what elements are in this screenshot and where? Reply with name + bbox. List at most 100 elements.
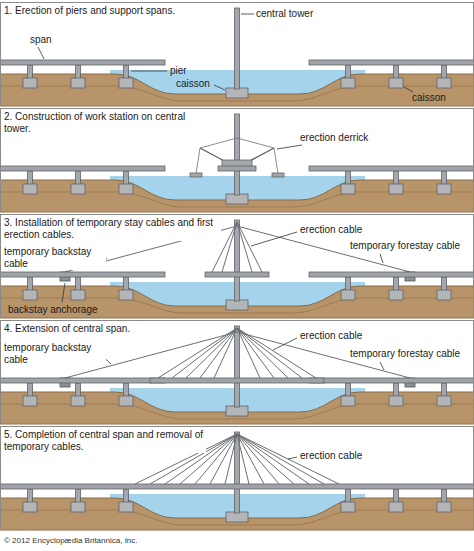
caisson <box>341 396 355 406</box>
central-span <box>205 272 269 277</box>
panel-border <box>1 109 474 212</box>
caisson <box>119 396 133 406</box>
pier <box>76 277 81 291</box>
pier <box>394 277 399 291</box>
tower-caisson <box>226 88 248 98</box>
central-tower <box>235 432 240 513</box>
caisson <box>437 502 451 512</box>
bridge-deck <box>0 484 474 489</box>
leader-line <box>214 85 225 90</box>
caisson <box>341 290 355 300</box>
leader-line <box>241 14 254 15</box>
caisson <box>23 396 37 406</box>
caisson <box>23 184 37 194</box>
panel-border <box>1 215 474 318</box>
erection-cable <box>158 328 237 378</box>
part-label: temporary forestay cable <box>348 240 462 252</box>
part-label: backstay anchorage <box>8 304 98 316</box>
pier <box>346 489 351 503</box>
part-label: temporary forestay cable <box>348 348 462 360</box>
pier <box>28 489 33 503</box>
central-tower <box>235 8 240 89</box>
support-span <box>0 272 165 277</box>
caisson <box>71 396 85 406</box>
caisson <box>23 290 37 300</box>
step-caption: 1. Erection of piers and support spans. <box>2 5 177 17</box>
central-tower <box>235 114 240 195</box>
support-span <box>309 378 474 383</box>
pier <box>346 277 351 291</box>
panel-ground <box>1 214 474 318</box>
caisson <box>341 184 355 194</box>
part-label: caisson <box>176 78 210 90</box>
hoist-line <box>196 148 200 174</box>
pier <box>442 383 447 397</box>
derrick-stay <box>200 138 237 148</box>
caisson <box>437 290 451 300</box>
pier <box>124 277 129 291</box>
erection-cable <box>237 328 288 378</box>
part-label: central tower <box>256 8 313 20</box>
caisson <box>119 502 133 512</box>
central-span <box>150 378 324 383</box>
pier <box>442 171 447 185</box>
support-span <box>0 166 165 171</box>
pier <box>76 383 81 397</box>
erection-cable <box>237 222 262 272</box>
central-span <box>218 166 256 171</box>
part-label: erection cable <box>298 330 364 342</box>
panel-ground <box>1 108 474 212</box>
pier <box>124 171 129 185</box>
part-label: span <box>30 34 52 46</box>
panel-border <box>1 3 474 106</box>
part-label: pier <box>170 65 187 77</box>
erection-cable <box>237 328 274 378</box>
pier <box>442 65 447 79</box>
erection-cable <box>225 434 237 484</box>
step-caption: 4. Extension of central span. <box>2 323 132 335</box>
derrick-stay <box>237 138 274 148</box>
panel-ground <box>1 320 474 424</box>
leader-line <box>288 457 297 459</box>
leader-line <box>251 232 297 246</box>
pier <box>346 65 351 79</box>
pier <box>394 383 399 397</box>
pier <box>442 277 447 291</box>
part-label: erection derrick <box>300 132 368 144</box>
caisson <box>341 78 355 88</box>
caisson <box>437 396 451 406</box>
pier <box>346 171 351 185</box>
caisson <box>341 502 355 512</box>
leader-line <box>273 338 297 350</box>
caisson <box>71 290 85 300</box>
leader-line <box>404 87 413 92</box>
copyright-note: © 2012 Encyclopædia Britannica, Inc. <box>4 536 138 546</box>
pier <box>124 65 129 79</box>
panel-ground <box>1 426 474 530</box>
leader-line <box>131 71 167 72</box>
caisson <box>71 502 85 512</box>
panel-border <box>1 427 474 530</box>
erection-cable <box>210 434 237 484</box>
central-tower <box>235 326 240 407</box>
tower-caisson <box>226 512 248 522</box>
step-panel <box>0 214 474 318</box>
erection-cable <box>186 328 237 378</box>
caisson <box>389 502 403 512</box>
pier <box>124 489 129 503</box>
caisson <box>119 290 133 300</box>
pier <box>442 489 447 503</box>
pier <box>346 383 351 397</box>
leader-line <box>38 47 44 59</box>
caisson <box>23 78 37 88</box>
pier <box>76 171 81 185</box>
caisson <box>437 78 451 88</box>
step-caption: 2. Construction of work station on centr… <box>2 111 206 135</box>
caisson <box>389 396 403 406</box>
support-span <box>309 60 474 65</box>
central-tower <box>235 220 240 301</box>
step-panel <box>0 108 474 212</box>
caisson <box>389 78 403 88</box>
